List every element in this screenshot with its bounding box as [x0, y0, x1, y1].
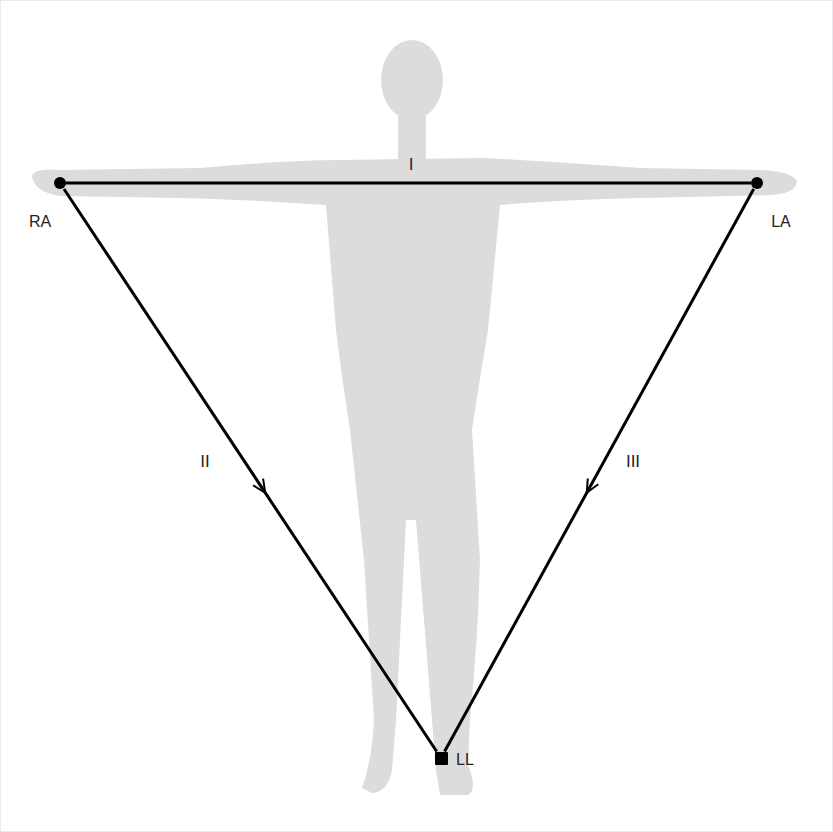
- lead-name: II: [200, 453, 209, 472]
- electrode-point: LA: [751, 177, 763, 189]
- lead-line: [66, 183, 751, 184]
- electrode-label: LL: [456, 751, 474, 769]
- electrode-label: LA: [771, 213, 791, 231]
- lead-line: [445, 189, 754, 752]
- lead-name: III: [626, 453, 640, 472]
- lead-name: I: [409, 156, 414, 175]
- arrow-head: [587, 478, 599, 492]
- arrow-head: [253, 479, 265, 493]
- lead-line: [64, 189, 437, 752]
- electrode-label: RA: [29, 213, 51, 231]
- lead-line-path: [66, 182, 751, 185]
- lead-line-path: [445, 189, 754, 752]
- torso-arms: [32, 158, 797, 795]
- electrode-point: LL: [435, 752, 448, 765]
- lead-line-path: [64, 189, 437, 752]
- electrode-point: RA: [54, 177, 66, 189]
